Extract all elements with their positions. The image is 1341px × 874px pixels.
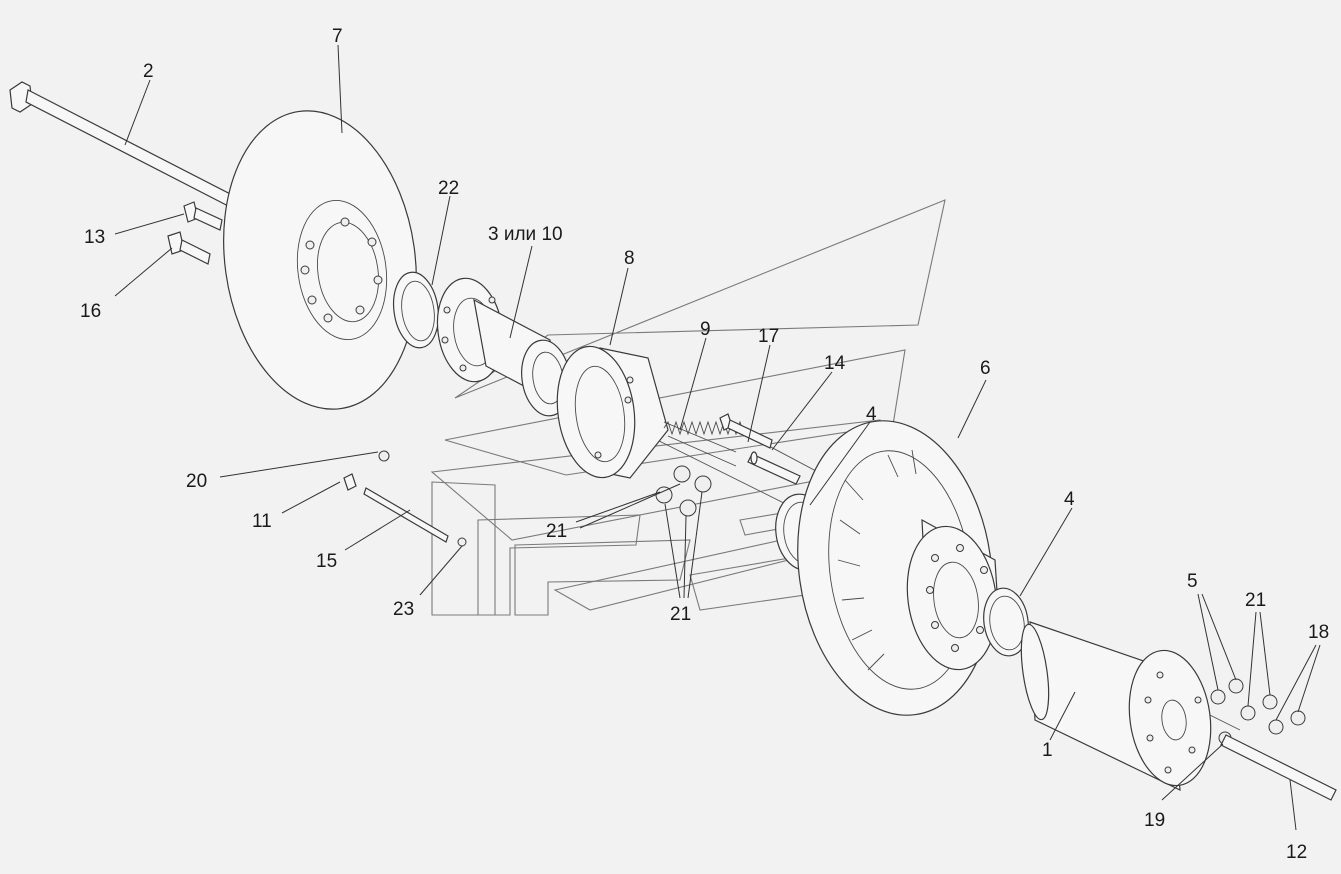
snap-ring-22-part xyxy=(392,271,440,349)
brake-disc-part xyxy=(797,420,1001,716)
shaft-hub-part xyxy=(1020,621,1212,791)
label-7: 7 xyxy=(332,26,343,47)
label-15: 15 xyxy=(316,551,337,572)
label-20: 20 xyxy=(186,471,207,492)
label-17: 17 xyxy=(758,326,779,347)
rod-15-part xyxy=(363,487,449,543)
label-3-or-10: 3 или 10 xyxy=(488,224,563,245)
label-13: 13 xyxy=(84,227,105,248)
hub-part xyxy=(436,277,571,417)
bolt-16-part xyxy=(167,231,211,265)
pin-17-part xyxy=(719,413,773,449)
label-5: 5 xyxy=(1187,571,1198,592)
nut-group-18 xyxy=(1290,710,1306,726)
fitting-11-part xyxy=(343,473,357,491)
label-18: 18 xyxy=(1308,622,1329,643)
label-21-left-upper: 21 xyxy=(546,521,567,542)
snap-ring-4-lower-part xyxy=(983,587,1029,657)
leader-lines xyxy=(114,44,1321,831)
bolt-13-part xyxy=(183,201,223,231)
label-19: 19 xyxy=(1144,810,1165,831)
label-12: 12 xyxy=(1286,842,1307,863)
label-9: 9 xyxy=(700,319,711,340)
nut-23-part xyxy=(457,537,467,547)
fitting-20-part xyxy=(378,450,390,462)
label-21-right: 21 xyxy=(1245,590,1266,611)
label-6: 6 xyxy=(980,358,991,379)
part-labels: 2 7 13 16 22 3 или 10 8 9 17 14 4 6 4 20… xyxy=(80,26,1329,863)
label-22: 22 xyxy=(438,178,459,199)
pin-14-part xyxy=(747,451,801,485)
label-21-left-lower: 21 xyxy=(670,604,691,625)
label-4-lower: 4 xyxy=(1064,489,1075,510)
label-23: 23 xyxy=(393,599,414,620)
rod-12-part xyxy=(1220,734,1337,801)
washer-group-5 xyxy=(1210,678,1244,705)
label-8: 8 xyxy=(624,248,635,269)
bushing-part xyxy=(556,345,669,479)
label-11: 11 xyxy=(252,511,272,532)
large-disc-part xyxy=(223,110,417,410)
label-14: 14 xyxy=(824,353,846,374)
label-16: 16 xyxy=(80,301,101,322)
label-1: 1 xyxy=(1042,740,1053,761)
label-4-upper: 4 xyxy=(866,404,877,425)
label-2: 2 xyxy=(143,61,154,82)
long-bolt-part xyxy=(9,81,241,211)
nut-group-21-right xyxy=(1240,694,1284,735)
